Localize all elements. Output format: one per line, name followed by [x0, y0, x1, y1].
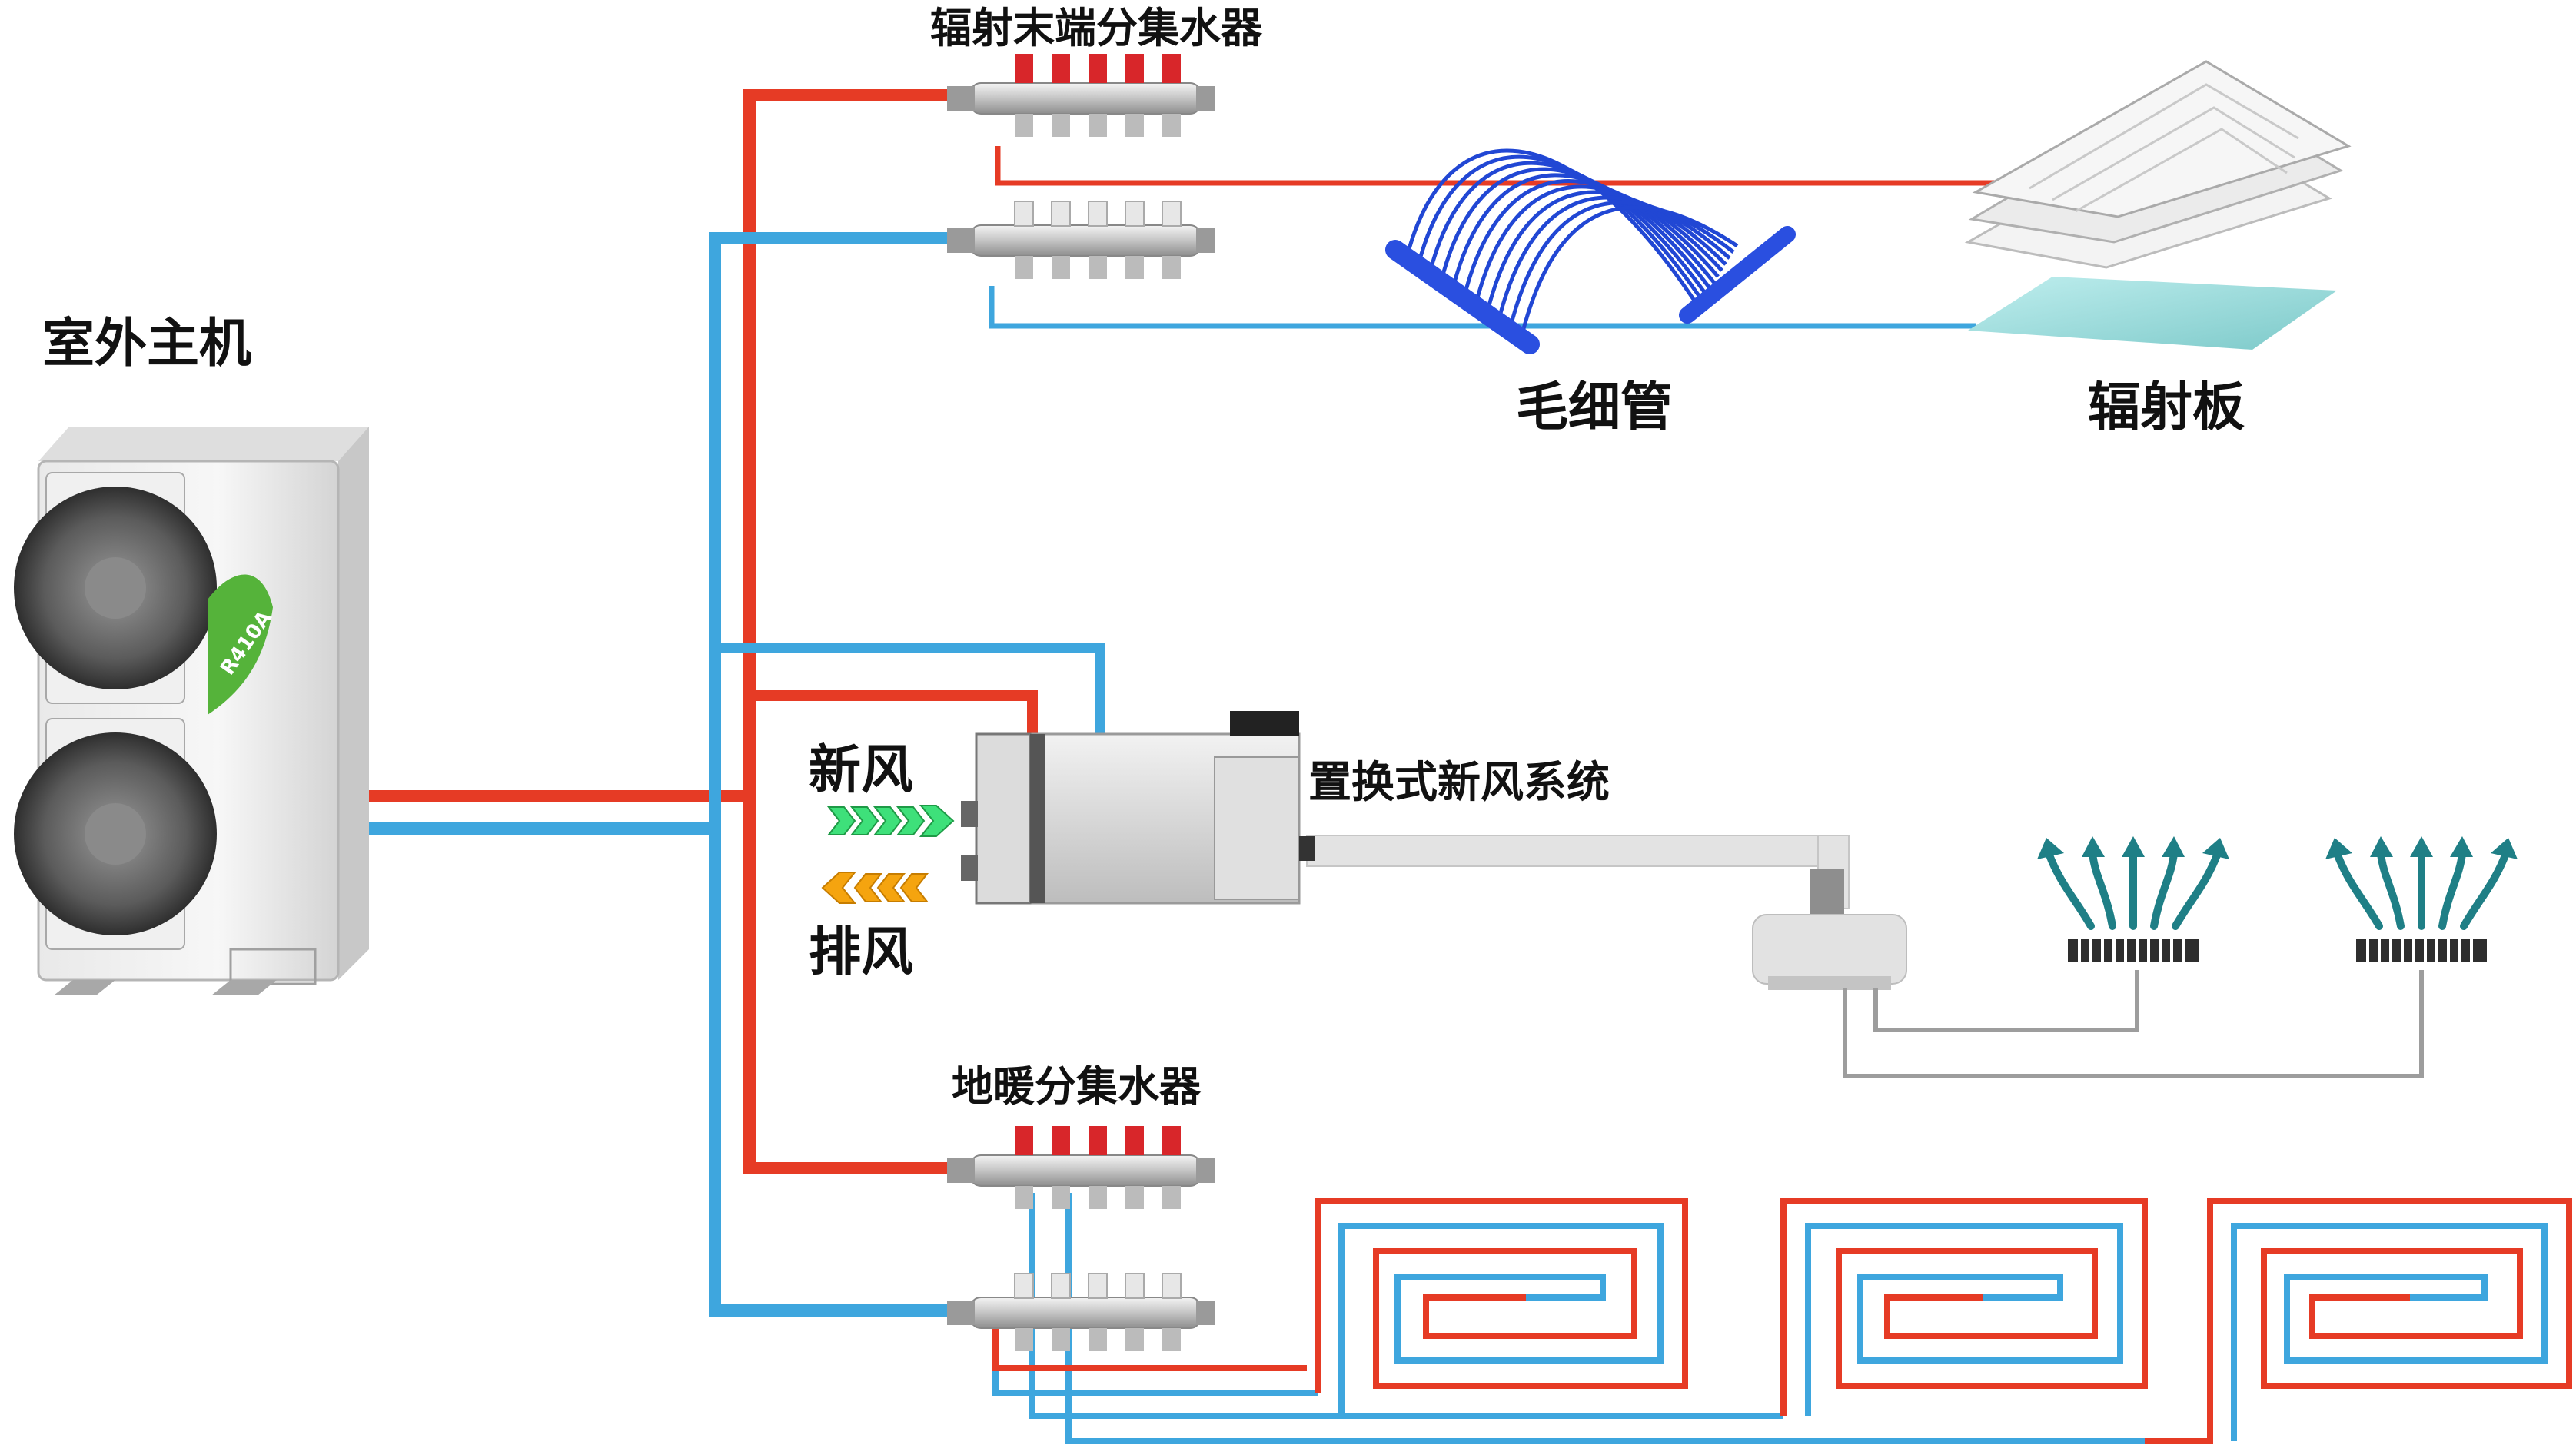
ventilation-unit-icon [961, 711, 2424, 1078]
capillary-mat-icon [1385, 148, 1796, 354]
exhaust-arrow-icon [821, 872, 929, 904]
supply-riser [743, 89, 972, 796]
outdoor-unit-icon: R410A [14, 427, 369, 995]
outdoor-unit-label: 室外主机 [42, 314, 251, 374]
radiant-manifold [947, 54, 1215, 279]
diffuser-icon [2325, 836, 2518, 962]
capillary-label: 毛细管 [1516, 377, 1673, 438]
displacement-system-label: 置换式新风系统 [1308, 758, 1610, 808]
radiant-return-line [989, 286, 1976, 329]
supply-floor-branch [743, 796, 972, 1174]
floor-manifold-label: 地暖分集水器 [952, 1062, 1202, 1111]
fresh-air-label: 新风 [809, 740, 913, 801]
diffuser-icon [2037, 836, 2229, 962]
exhaust-air-label: 排风 [809, 922, 913, 983]
pipe-network [365, 89, 2014, 1317]
floor-manifold [947, 1126, 1215, 1351]
floor-heating-coils [992, 1193, 2572, 1444]
return-vent-branch [715, 643, 1105, 738]
radiant-panel-icon [1964, 60, 2352, 350]
radiant-panel-label: 辐射板 [2088, 377, 2245, 438]
return-floor-branch [709, 829, 972, 1317]
radiant-supply-line [995, 146, 2014, 186]
radiant-manifold-label: 辐射末端分集水器 [930, 4, 1263, 52]
return-riser [709, 232, 972, 829]
fresh-air-arrow-icon [826, 805, 955, 837]
supply-vent-branch [750, 690, 1038, 738]
